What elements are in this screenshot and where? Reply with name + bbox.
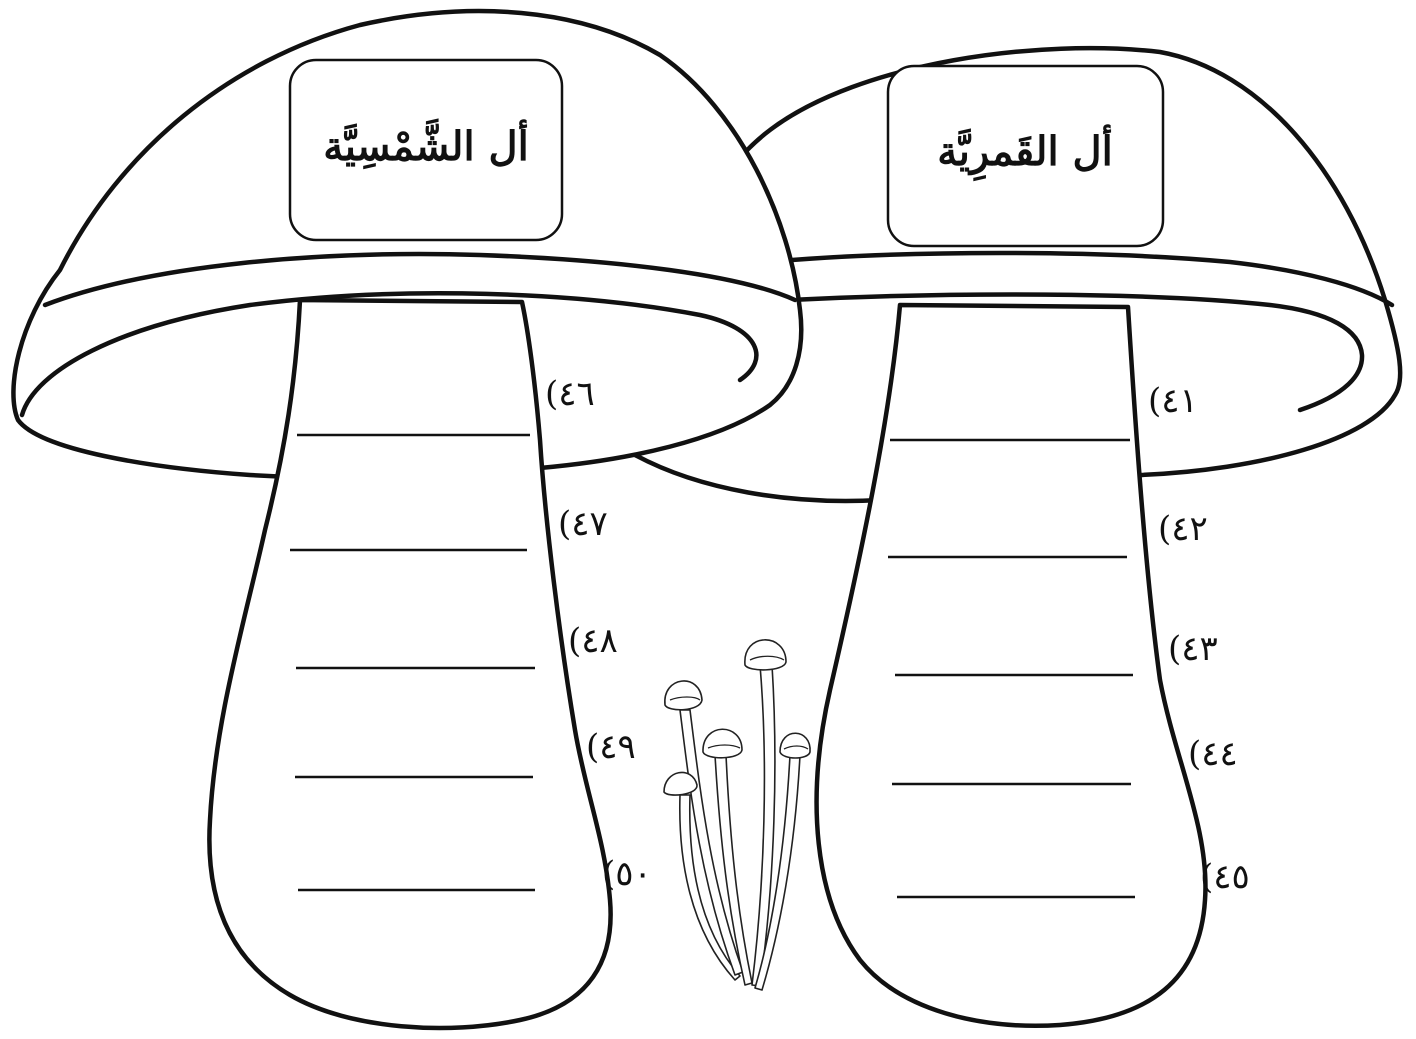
small-mushroom-cap-rim-3	[707, 744, 741, 749]
item-number-44: (٤٤	[1188, 734, 1238, 774]
item-number-50: (٥٠	[602, 854, 652, 894]
item-number-46: (٤٦	[545, 374, 595, 414]
left-mushroom: أل الشَّمْسِيَّة (٤٦ (٤٧ (٤٨ (٤٩ (٥٠	[11, 8, 804, 1031]
small-mushroom-cap-rim-2	[669, 696, 701, 701]
left-title: أل الشَّمْسِيَّة	[323, 117, 528, 170]
item-number-49: (٤٩	[586, 727, 636, 767]
small-mushroom-cluster-illustration	[663, 639, 811, 991]
small-mushroom-stem-1	[678, 794, 741, 981]
item-number-48: (٤٨	[568, 621, 618, 661]
small-mushroom-cap-4	[744, 639, 787, 671]
small-mushroom-cap-3	[702, 728, 743, 759]
small-mushroom-cap-1	[663, 771, 698, 796]
small-mushroom-stem-5	[754, 754, 801, 991]
small-mushroom-cap-rim-5	[783, 745, 809, 750]
item-number-45: (٤٥	[1200, 857, 1250, 897]
right-title-box	[886, 64, 1165, 248]
right-mushroom-cap-rim	[765, 250, 1395, 308]
item-number-47: (٤٧	[558, 504, 608, 544]
left-mushroom-stem	[207, 297, 613, 1031]
item-number-42: (٤٢	[1158, 509, 1208, 549]
right-title: أل القَمرِيَّة	[937, 123, 1112, 182]
right-mushroom-stem	[814, 302, 1208, 1028]
right-mushroom-cap-rim-inner	[787, 292, 1365, 413]
left-title-box	[288, 58, 564, 242]
small-mushroom-cap-2	[664, 680, 703, 711]
left-mushroom-cap-rim	[42, 251, 798, 308]
small-mushroom-cap-rim-4	[749, 655, 785, 661]
item-number-41: (٤١	[1148, 381, 1198, 421]
left-mushroom-cap-rim-inner	[19, 291, 759, 418]
right-mushroom: أل القَمرِيَّة (٤١ (٤٢ (٤٣ (٤٤ (٤٥	[632, 45, 1403, 1028]
item-number-43: (٤٣	[1168, 629, 1218, 669]
